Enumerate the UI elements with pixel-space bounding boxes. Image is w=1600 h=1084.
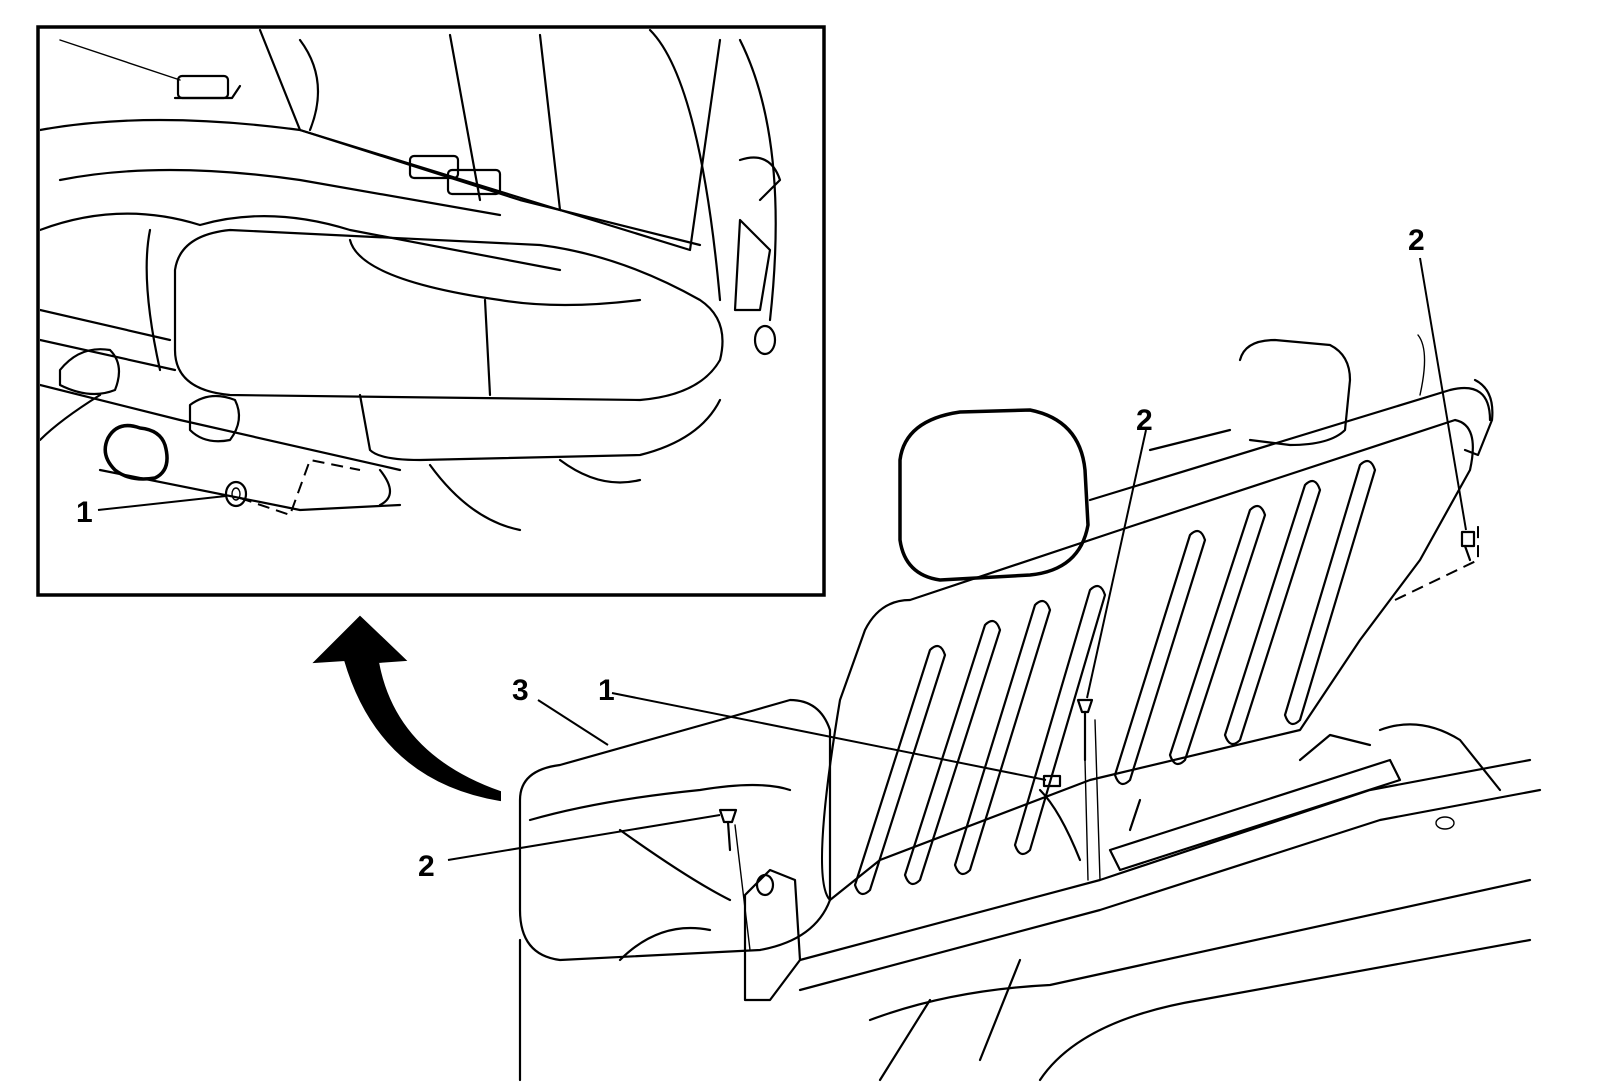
fastener-2-left <box>718 808 738 852</box>
clip-1-main <box>1042 774 1062 788</box>
inset-detail-view <box>36 25 826 597</box>
callout-inset-1: 1 <box>76 496 93 529</box>
callout-main-2-left: 2 <box>418 850 435 883</box>
callout-main-2-center: 2 <box>1136 404 1153 437</box>
inset-frame <box>36 25 826 597</box>
callout-main-2-top-right: 2 <box>1408 224 1425 257</box>
transition-arrow <box>312 615 501 802</box>
fastener-2-center <box>1076 698 1094 762</box>
callout-main-1: 1 <box>598 674 615 707</box>
main-seat-view <box>518 334 1542 1082</box>
callout-main-3: 3 <box>512 674 529 707</box>
fastener-2-top-right <box>1460 530 1476 562</box>
leader-lines <box>97 257 1467 861</box>
